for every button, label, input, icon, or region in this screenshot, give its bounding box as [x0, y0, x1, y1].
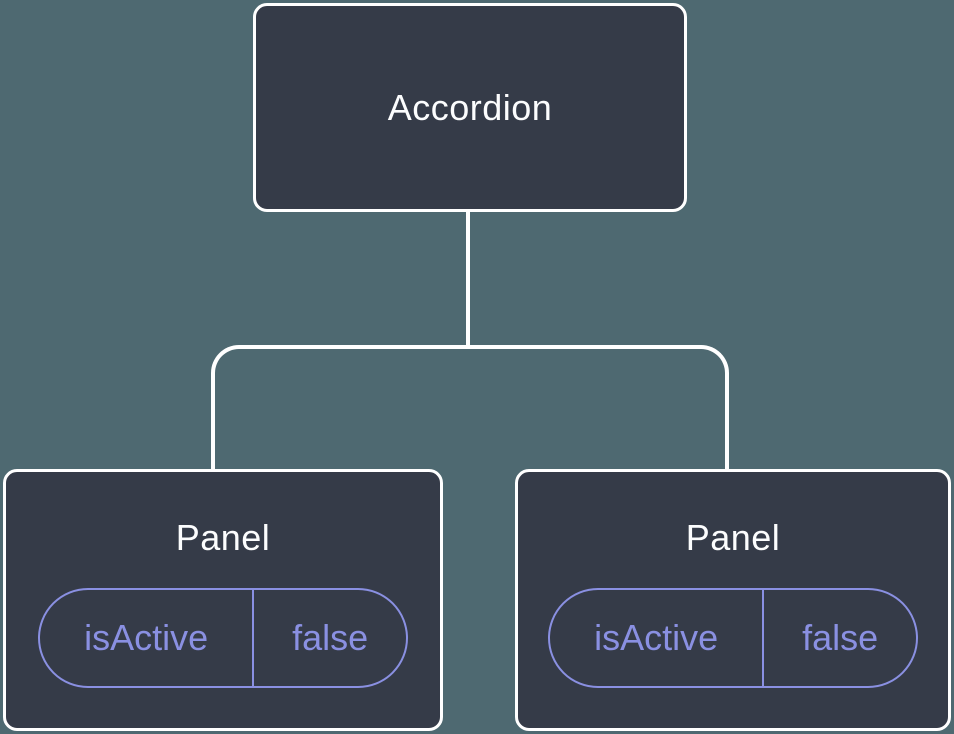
state-value: false	[802, 617, 879, 658]
state-name: isActive	[40, 590, 255, 686]
state-name: isActive	[550, 590, 765, 686]
panel-left-state-pill: isActive false	[38, 588, 408, 688]
connector-stem-line	[466, 211, 470, 348]
state-value: false	[292, 617, 369, 658]
panel-right-label: Panel	[685, 517, 781, 558]
panel-right-state-pill: isActive false	[548, 588, 918, 688]
accordion-node-label: Accordion	[387, 86, 553, 128]
panel-node-left: Panel isActive false	[3, 469, 443, 731]
accordion-node: Accordion	[253, 3, 687, 212]
panel-node-right: Panel isActive false	[515, 469, 951, 731]
panel-left-label: Panel	[175, 517, 271, 558]
connector-bracket-line	[211, 345, 729, 469]
